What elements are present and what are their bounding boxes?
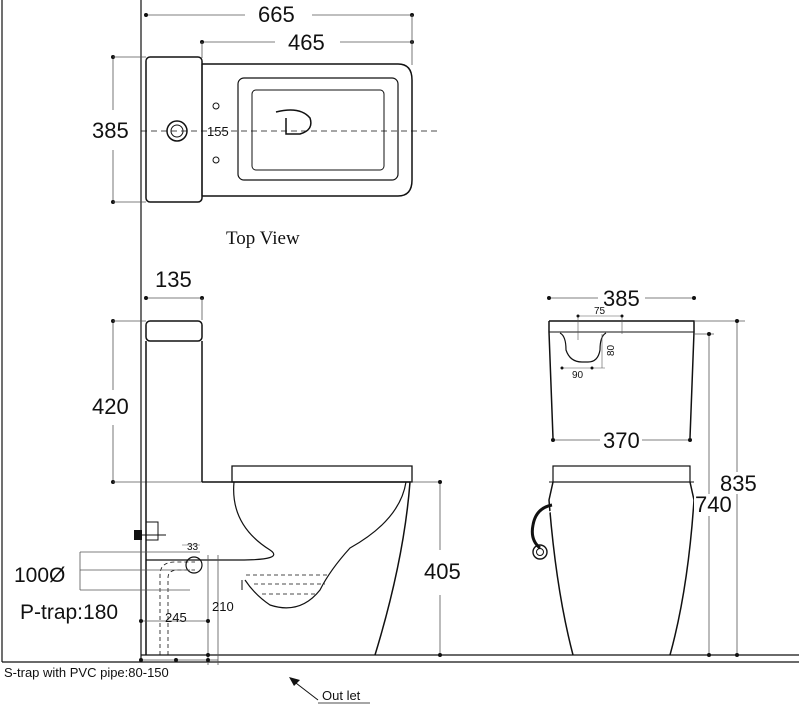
seat-front <box>552 465 691 483</box>
tank-lid <box>145 320 203 342</box>
dim-outlet-offset: 155 <box>207 124 229 139</box>
dim-tank-height: 420 <box>92 394 129 419</box>
outlet-label: Out let <box>322 688 361 703</box>
dim-trap-height: 210 <box>212 599 234 614</box>
dim-cutout-depth: 80 <box>606 344 617 356</box>
dim-front-top-width: 385 <box>603 286 640 311</box>
dim-bowl-height: 405 <box>424 559 461 584</box>
drain-icon <box>275 109 312 135</box>
valve-icon <box>134 530 142 540</box>
dim-cutout-top: 75 <box>594 306 606 317</box>
bowl-top-outline <box>202 63 413 197</box>
top-view-title: Top View <box>226 228 300 249</box>
tank-top-outline <box>145 56 203 203</box>
dim-front-body-width: 370 <box>603 428 640 453</box>
front-view: 385 75 80 90 370 <box>530 286 760 657</box>
dim-width: 385 <box>92 118 129 143</box>
s-trap-note: S-trap with PVC pipe:80-150 <box>4 665 169 680</box>
pipe-diameter: 100Ø <box>14 564 65 587</box>
hose-connector-icon <box>532 544 548 560</box>
tank-cutout <box>559 332 607 363</box>
dim-bowl-length: 465 <box>288 30 325 55</box>
dim-tank-depth: 135 <box>155 267 192 292</box>
toilet-seat <box>231 465 413 483</box>
side-view: 135 420 33 405 <box>4 267 461 704</box>
outlet-arrow-icon <box>289 677 300 686</box>
p-trap-label: P-trap:180 <box>20 601 118 624</box>
top-view: 665 465 385 155 Top View <box>92 2 440 249</box>
bowl-front-outline <box>548 481 574 656</box>
dim-inlet-small: 33 <box>187 542 199 553</box>
dim-overall-length: 665 <box>258 2 295 27</box>
bowl-body-outline <box>202 481 411 656</box>
inlet-circle <box>185 556 203 574</box>
dim-cutout-width: 90 <box>572 370 584 381</box>
dim-seat-height: 740 <box>695 492 732 517</box>
tank-front-outline <box>549 320 695 439</box>
dim-trap-offset: 245 <box>165 610 187 625</box>
dim-total-height: 835 <box>720 471 757 496</box>
